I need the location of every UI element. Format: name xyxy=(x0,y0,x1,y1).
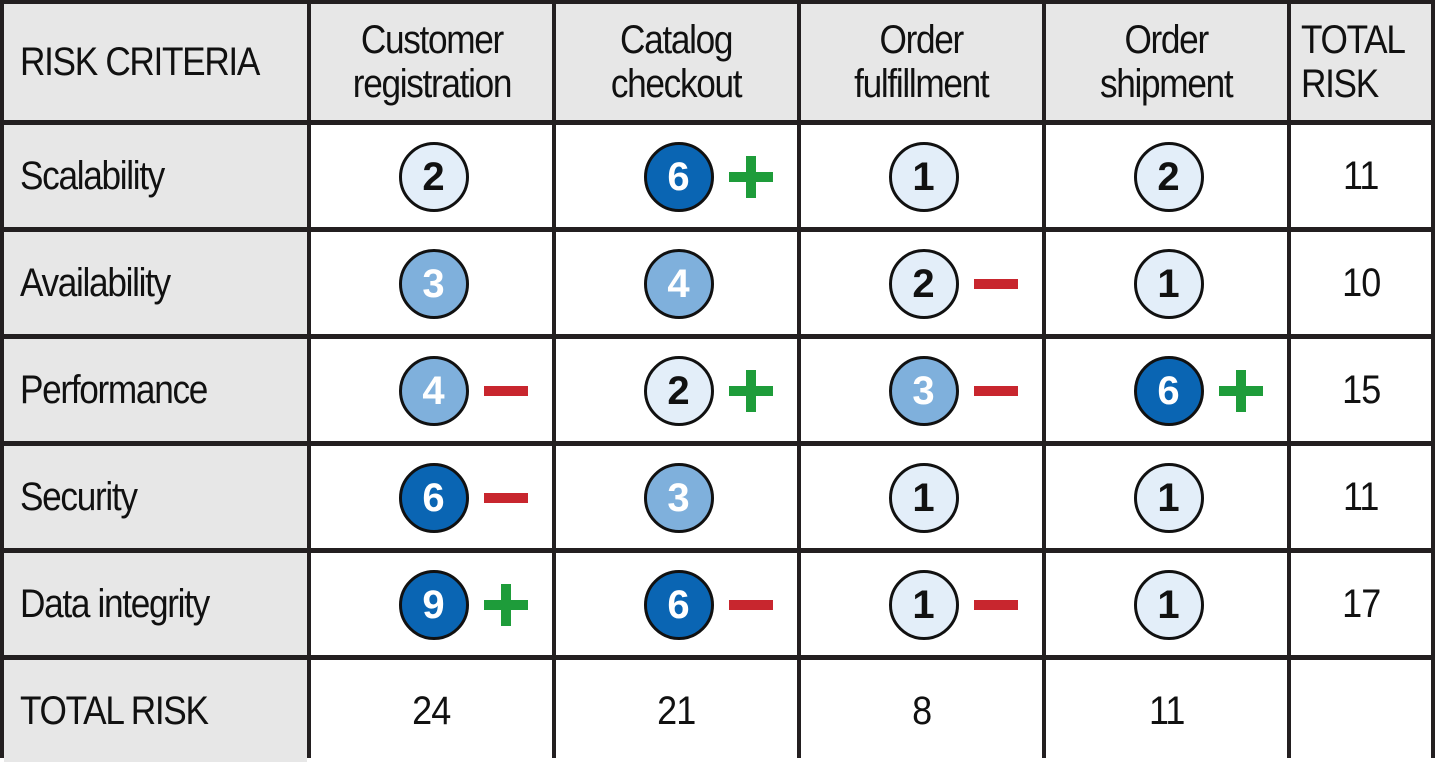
column-total-cell: 11 xyxy=(1046,660,1287,762)
total-risk-label: TOTAL RISK xyxy=(20,688,209,733)
risk-score-badge: 1 xyxy=(1133,570,1204,640)
score-cell: 2 xyxy=(311,125,552,227)
score-cell: 1 xyxy=(801,125,1042,227)
row-label-cell: Data integrity xyxy=(4,553,307,655)
risk-score-badge: 2 xyxy=(398,142,469,212)
score-cell: 1 xyxy=(801,446,1042,548)
score-cell: 4 xyxy=(311,339,552,441)
row-total: 11 xyxy=(1343,153,1379,198)
row-label: Availability xyxy=(20,260,171,305)
row-total: 11 xyxy=(1343,474,1379,519)
row-total-cell: 15 xyxy=(1291,339,1431,441)
risk-score-badge: 3 xyxy=(398,249,469,319)
score-cell: 1 xyxy=(1046,232,1287,334)
plus-icon xyxy=(1218,370,1263,414)
column-total: 24 xyxy=(412,688,451,733)
grand-total-cell xyxy=(1291,660,1431,762)
header-total-risk: TOTAL RISK xyxy=(1291,4,1431,120)
risk-score-badge: 4 xyxy=(398,356,469,426)
plus-icon xyxy=(728,370,773,414)
row-label-cell: Performance xyxy=(4,339,307,441)
risk-score-badge: 1 xyxy=(1133,249,1204,319)
row-total-cell: 17 xyxy=(1291,553,1431,655)
column-total: 8 xyxy=(911,688,932,733)
score-cell: 6 xyxy=(1046,339,1287,441)
score-cell: 6 xyxy=(311,446,552,548)
risk-criteria-label: RISK CRITERIA xyxy=(19,39,260,84)
minus-icon xyxy=(483,370,528,414)
score-cell: 3 xyxy=(801,339,1042,441)
column-total: 21 xyxy=(657,688,696,733)
risk-score-badge: 6 xyxy=(643,142,714,212)
minus-icon xyxy=(973,263,1018,307)
footer-label-cell: TOTAL RISK xyxy=(4,660,307,762)
header-col-catalog-checkout: Catalog checkout xyxy=(556,4,797,120)
score-cell: 1 xyxy=(1046,553,1287,655)
column-header: Customer registration xyxy=(352,18,512,106)
risk-score-badge: 3 xyxy=(643,463,714,533)
risk-score-badge: 2 xyxy=(1133,142,1204,212)
column-total-cell: 8 xyxy=(801,660,1042,762)
row-label: Performance xyxy=(20,367,208,412)
row-label: Security xyxy=(20,474,138,519)
score-cell: 2 xyxy=(801,232,1042,334)
column-total-cell: 21 xyxy=(556,660,797,762)
row-total-cell: 11 xyxy=(1291,446,1431,548)
minus-icon xyxy=(728,584,773,628)
risk-score-badge: 1 xyxy=(1133,463,1204,533)
header-col-order-fulfillment: Order fulfillment xyxy=(801,4,1042,120)
risk-score-badge: 1 xyxy=(888,570,959,640)
score-cell: 3 xyxy=(311,232,552,334)
minus-icon xyxy=(483,477,528,521)
risk-score-badge: 2 xyxy=(888,249,959,319)
plus-icon xyxy=(483,584,528,628)
column-total-cell: 24 xyxy=(311,660,552,762)
header-col-order-shipment: Order shipment xyxy=(1046,4,1287,120)
row-label-cell: Scalability xyxy=(4,125,307,227)
total-risk-header: TOTAL RISK xyxy=(1301,18,1406,106)
risk-score-badge: 2 xyxy=(643,356,714,426)
score-cell: 6 xyxy=(556,553,797,655)
row-label: Data integrity xyxy=(20,581,210,626)
row-label: Scalability xyxy=(20,153,165,198)
column-header: Order shipment xyxy=(1100,18,1234,106)
score-cell: 2 xyxy=(1046,125,1287,227)
risk-score-badge: 3 xyxy=(888,356,959,426)
row-label-cell: Security xyxy=(4,446,307,548)
score-cell: 3 xyxy=(556,446,797,548)
score-cell: 2 xyxy=(556,339,797,441)
risk-score-badge: 6 xyxy=(643,570,714,640)
risk-score-badge: 9 xyxy=(398,570,469,640)
column-header: Catalog checkout xyxy=(611,18,743,106)
risk-score-badge: 6 xyxy=(1133,356,1204,426)
row-total-cell: 11 xyxy=(1291,125,1431,227)
header-risk-criteria: RISK CRITERIA xyxy=(4,4,307,120)
header-col-customer-registration: Customer registration xyxy=(311,4,552,120)
row-total-cell: 10 xyxy=(1291,232,1431,334)
column-header: Order fulfillment xyxy=(854,18,989,106)
risk-score-badge: 4 xyxy=(643,249,714,319)
score-cell: 1 xyxy=(801,553,1042,655)
risk-score-badge: 6 xyxy=(398,463,469,533)
row-total: 17 xyxy=(1341,581,1381,626)
score-cell: 4 xyxy=(556,232,797,334)
score-cell: 6 xyxy=(556,125,797,227)
row-total: 15 xyxy=(1341,367,1381,412)
minus-icon xyxy=(973,584,1018,628)
row-label-cell: Availability xyxy=(4,232,307,334)
plus-icon xyxy=(728,156,773,200)
score-cell: 9 xyxy=(311,553,552,655)
row-total: 10 xyxy=(1341,260,1381,305)
score-cell: 1 xyxy=(1046,446,1287,548)
risk-score-badge: 1 xyxy=(888,463,959,533)
column-total: 11 xyxy=(1148,688,1185,733)
minus-icon xyxy=(973,370,1018,414)
risk-score-badge: 1 xyxy=(888,142,959,212)
